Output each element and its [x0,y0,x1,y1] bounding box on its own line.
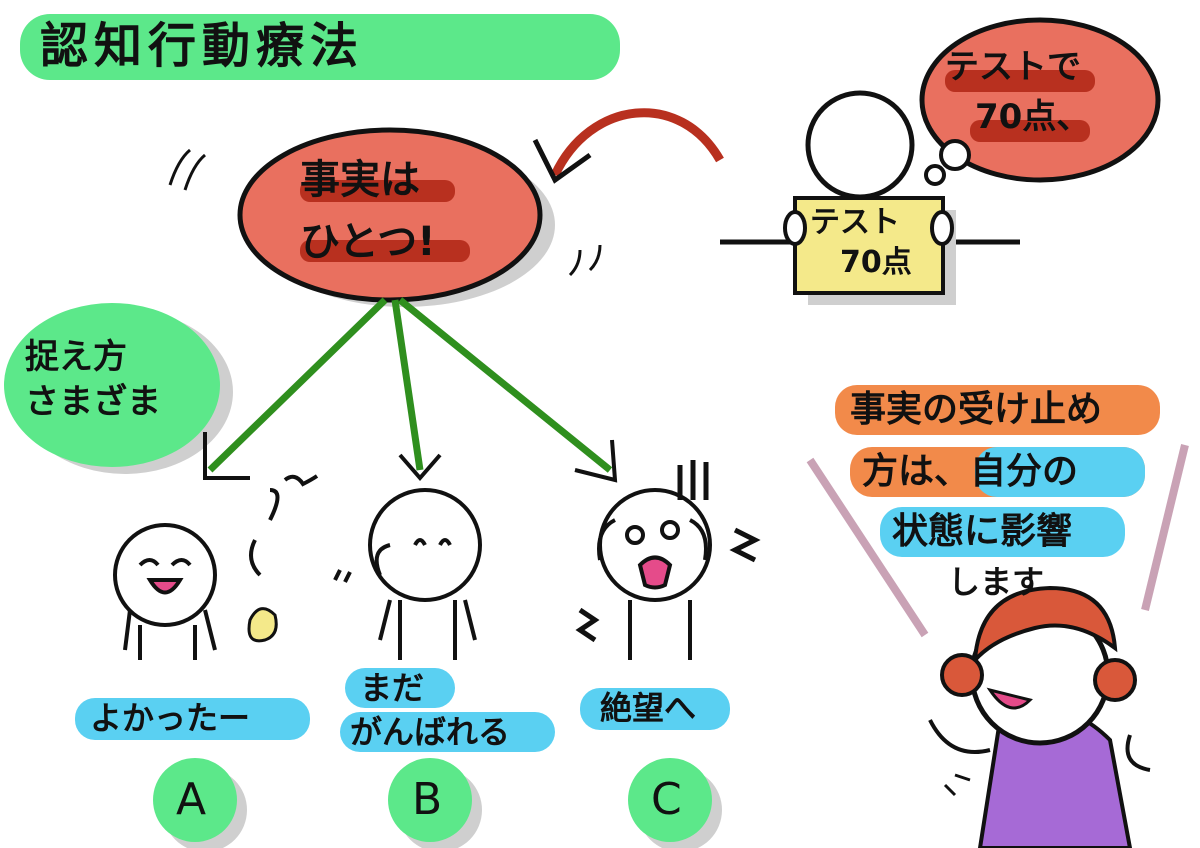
zigzag-right [729,527,761,563]
perspective-line-1: 捉え方 [25,337,127,377]
perspective-line-2: さまざま [25,382,161,422]
arrow-to-c [397,297,613,473]
msg-hl-2b [975,447,1145,497]
thought-dot-1 [939,139,971,171]
letter-c: C [651,774,682,825]
letter-b: B [412,774,443,825]
arrow-to-a [207,297,388,473]
curved-arrow-head [532,138,592,184]
thought-line-1: テストで [945,47,1081,87]
letter-a: A [176,774,207,825]
curved-arrow [550,108,724,177]
letter-circle-a [153,758,237,842]
fact-line-2: ひとつ! [300,219,436,265]
thought-underline-2 [970,120,1090,142]
hand-left [783,210,807,246]
title-highlight [20,14,620,80]
arrow-head-a [203,432,250,480]
thought-line-2: 70点、 [975,97,1091,137]
figure-a [113,523,217,660]
message-line-1: 事実の受け止め [850,389,1103,430]
label-a-highlight [75,698,310,740]
presenter-girl [928,585,1151,848]
motion-lines-right [568,244,602,277]
reaction-b-label-2: がんばれる [350,713,511,751]
hand-right [930,210,954,246]
sign-line-1: テスト [810,205,900,240]
sparkle-a [249,539,262,577]
sign [793,196,945,295]
person-head [805,90,915,200]
thought-dot-2 [924,164,946,186]
gloom-lines [677,460,709,500]
reaction-c-label: 絶望へ [600,689,697,727]
music-note [268,474,319,521]
letter-circle-c [628,758,712,842]
label-b-highlight-1 [345,668,455,708]
message-line-4: します [948,563,1045,601]
emphasis-line-left [806,457,929,638]
arrow-head-b [398,453,442,482]
arrow-head-c [574,439,618,483]
reaction-a-label: よかったー [90,699,251,737]
arrow-to-b [391,299,424,471]
label-b-highlight-2 [340,712,555,752]
fact-bubble [237,127,543,303]
motion-lines-left [168,148,206,191]
label-c-highlight [580,688,730,730]
sign-line-2: 70点 [840,245,912,280]
message-line-2: 方は、自分の [862,451,1079,492]
figure-b [333,488,482,660]
figure-c [597,488,712,660]
page-title: 認知行動療法 [40,18,365,74]
thought-underline-1 [945,70,1095,92]
letter-circle-b [388,758,472,842]
fact-underline-2 [300,240,470,262]
message-line-3: 状態に影響 [892,511,1073,552]
pop-effect [247,607,278,643]
reaction-b-label-1: まだ [360,669,425,707]
msg-hl-1 [835,385,1160,435]
fact-underline-1 [300,180,455,202]
perspective-bubble [4,303,220,467]
emphasis-line-right [1141,444,1189,611]
msg-hl-3 [880,507,1125,557]
branch-arrows [207,297,613,473]
fact-line-1: 事実は [300,157,420,203]
zigzag-left [575,607,600,643]
